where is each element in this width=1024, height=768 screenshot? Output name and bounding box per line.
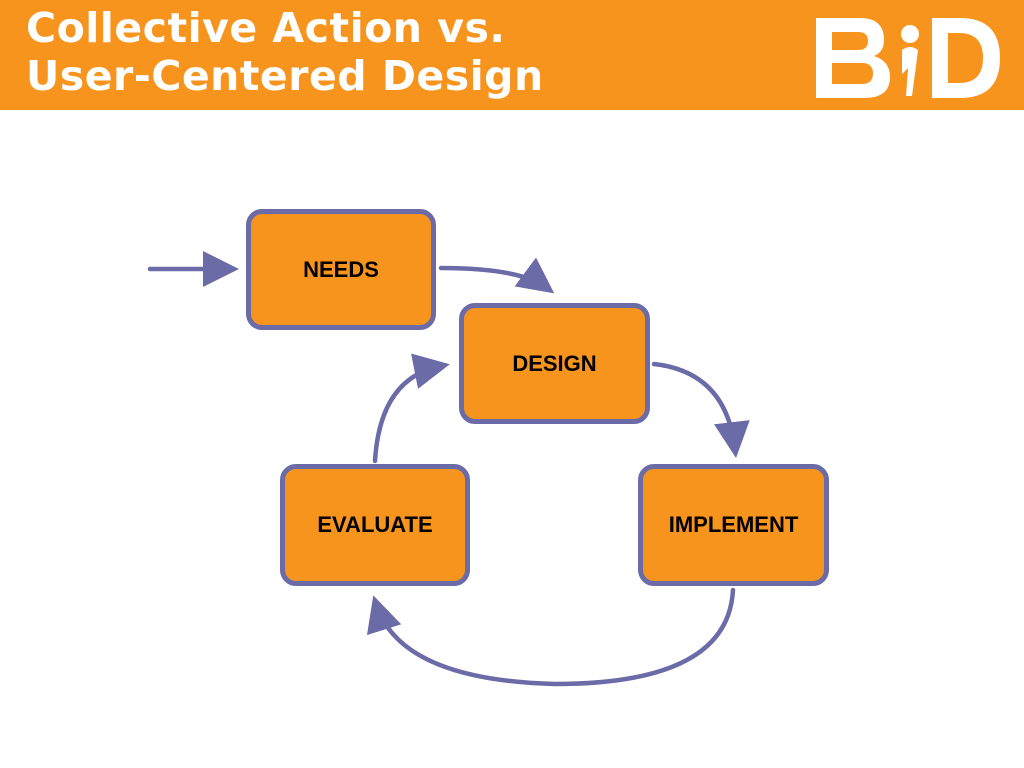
node-implement: IMPLEMENT [638, 464, 829, 586]
arrow-design-to-implement [651, 361, 750, 458]
arrow-evaluate-to-design [372, 353, 450, 464]
arrow-needs-to-design [438, 257, 555, 294]
node-evaluate: EVALUATE [280, 464, 470, 586]
node-design: DESIGN [459, 303, 650, 424]
bid-logo [816, 18, 1000, 98]
logo-i-stem [902, 47, 918, 96]
slide-title: Collective Action vs. User-Centered Desi… [26, 4, 544, 100]
header-bar: Collective Action vs. User-Centered Desi… [0, 0, 1024, 110]
arrow-implement-to-evaluate [366, 587, 736, 687]
title-line-1: Collective Action vs. [26, 4, 506, 52]
logo-letter-b [816, 18, 890, 98]
logo-i-dot [901, 25, 919, 43]
title-line-2: User-Centered Design [26, 52, 544, 100]
node-needs: NEEDS [246, 209, 436, 330]
logo-letter-d [932, 18, 1000, 98]
